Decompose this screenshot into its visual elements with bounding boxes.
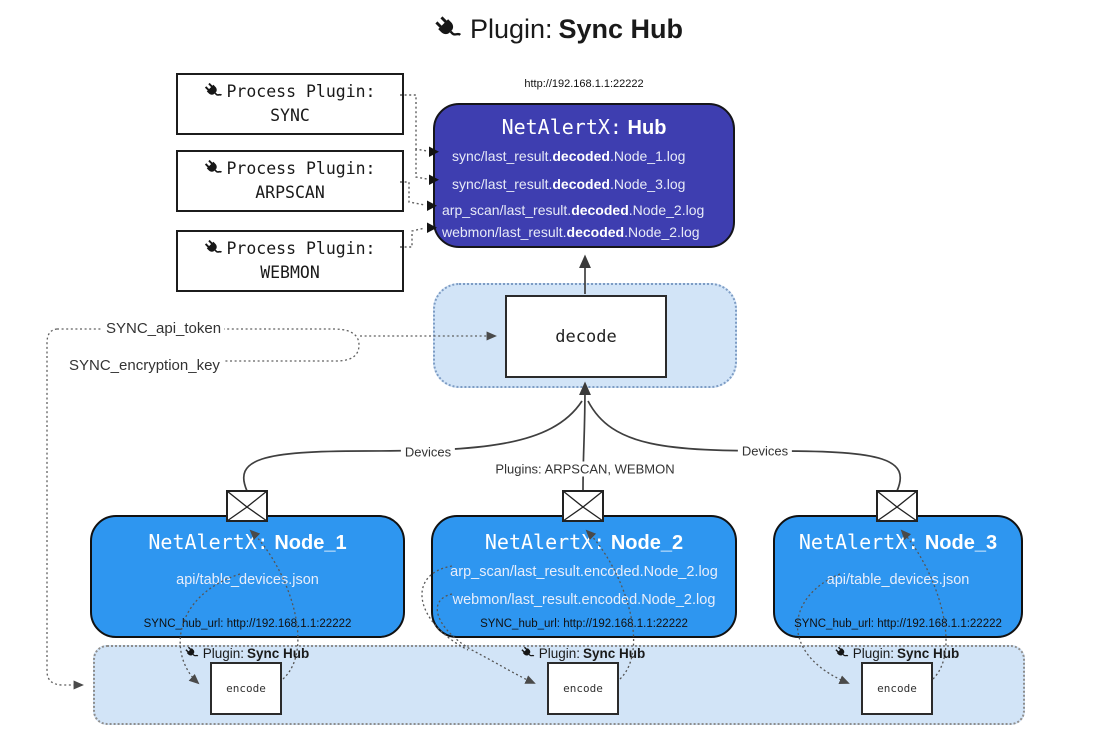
process-plugin-sync-box: Process Plugin: SYNC [176,73,404,135]
node-file: arp_scan/last_result.encoded.Node_2.log [450,564,718,580]
process-plugin-name: ARPSCAN [255,183,325,202]
node-hub-url: SYNC_hub_url: http://192.168.1.1:22222 [143,618,352,630]
hub-log-entry: webmon/last_result.decoded.Node_2.log [442,224,700,240]
devices-edge-label-left: Devices [400,444,456,460]
encode-box: encode [861,662,933,715]
edge-secrets-band [46,328,84,690]
title-prefix: Plugin: [469,14,553,44]
process-plugin-webmon-box: Process Plugin: WEBMON [176,230,404,292]
hub-app-name: NetAlertX: [501,115,622,139]
plug-icon [205,82,223,96]
process-plugin-name: SYNC [270,106,310,125]
process-plugin-name: WEBMON [260,263,320,282]
process-plugin-label: Process Plugin: [226,239,376,258]
process-plugin-arpscan-box: Process Plugin: ARPSCAN [176,150,404,212]
node-title: NetAlertX: Node_1 [148,530,347,554]
netalertx-hub-box: NetAlertX: Hub sync/last_result.decoded.… [433,103,735,248]
plug-icon [205,159,223,173]
node-file: api/table_devices.json [176,572,319,588]
encoder-plugin-label: Plugin:Sync Hub [185,646,309,661]
node-hub-url: SYNC_hub_url: http://192.168.1.1:22222 [480,618,688,630]
encode-box: encode [547,662,619,715]
process-plugin-label: Process Plugin: [226,159,376,178]
devices-edge-label-right: Devices [737,443,793,459]
plugins-edge-label: Plugins: ARPSCAN, WEBMON [491,461,679,477]
edge-sync-plugin-hub2 [415,149,428,180]
hub-log-entry: sync/last_result.decoded.Node_3.log [452,176,686,192]
page-title: Plugin: Sync Hub [0,14,1117,45]
netalertx-node2-box: NetAlertX: Node_2 arp_scan/last_result.e… [431,515,737,638]
hub-log-entry: arp_scan/last_result.decoded.Node_2.log [442,202,705,218]
node-file: webmon/last_result.encoded.Node_2.log [452,592,716,608]
node-title: NetAlertX: Node_2 [484,530,684,554]
node-title: NetAlertX: Node_3 [798,530,998,554]
sync-api-token-label: SYNC_api_token [103,320,225,337]
encode-box: encode [210,662,282,715]
netalertx-node3-box: NetAlertX: Node_3 api/table_devices.json… [773,515,1023,638]
netalertx-node1-box: NetAlertX: Node_1 api/table_devices.json… [90,515,405,638]
title-name: Sync Hub [558,14,684,44]
hub-url-label: http://192.168.1.1:22222 [524,78,644,90]
node-file: api/table_devices.json [826,572,970,588]
plug-icon [835,646,849,657]
sync-encryption-key-label: SYNC_encryption_key [66,357,223,374]
node-hub-url: SYNC_hub_url: http://192.168.1.1:22222 [794,618,1002,630]
hub-name: Hub [627,117,667,139]
hub-title: NetAlertX: Hub [435,115,733,140]
hub-log-entry: sync/last_result.decoded.Node_1.log [452,148,686,164]
edge-sync-plugin-hub [400,94,428,152]
plug-icon [205,239,223,253]
decode-box: decode [505,295,667,378]
process-plugin-label: Process Plugin: [226,82,376,101]
plug-icon [185,646,199,657]
plug-icon [521,646,535,657]
encoder-plugin-label: Plugin:Sync Hub [521,646,645,661]
plug-icon [435,15,462,36]
encoder-plugin-label: Plugin:Sync Hub [835,646,959,661]
